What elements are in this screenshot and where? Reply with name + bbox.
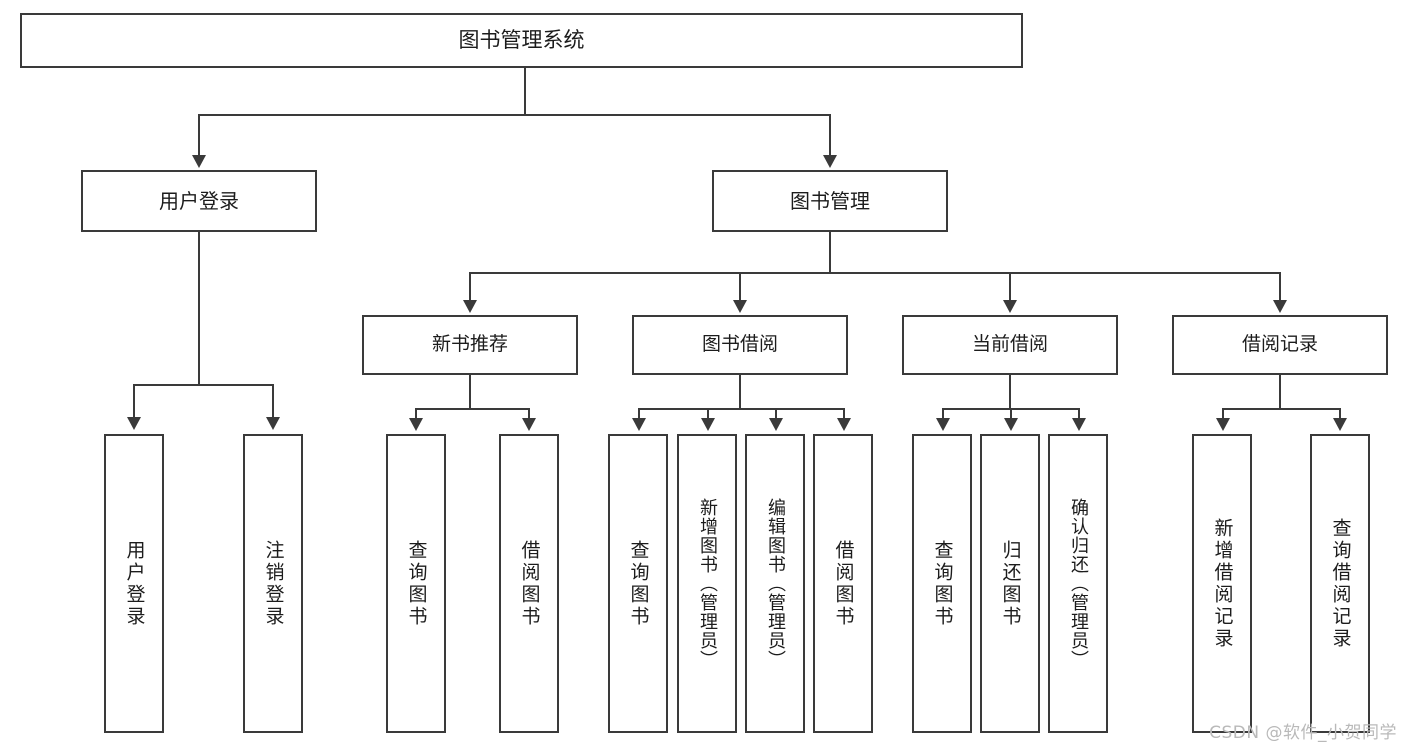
connector-current-borrow-child-2 bbox=[1010, 408, 1012, 420]
leaf-book-borrow-edit[interactable]: 编辑图书（管理员） bbox=[745, 434, 805, 733]
leaf-label: 查询图书 bbox=[627, 539, 650, 628]
node-root-system[interactable]: 图书管理系统 bbox=[20, 13, 1023, 68]
leaf-label: 确认归还（管理员） bbox=[1068, 498, 1089, 669]
arrowhead-borrow-record-child-1 bbox=[1216, 418, 1230, 431]
arrowhead-user-login bbox=[192, 155, 206, 168]
connector-to-new-book bbox=[469, 272, 471, 302]
leaf-label: 归还图书 bbox=[999, 539, 1022, 628]
connector-user-login-bus bbox=[133, 384, 273, 386]
leaf-current-borrow-query[interactable]: 查询图书 bbox=[912, 434, 972, 733]
leaf-current-borrow-confirm-return[interactable]: 确认归还（管理员） bbox=[1048, 434, 1108, 733]
arrowhead-current-borrow bbox=[1003, 300, 1017, 313]
leaf-label: 借阅图书 bbox=[518, 539, 541, 628]
leaf-book-borrow-add[interactable]: 新增图书（管理员） bbox=[677, 434, 737, 733]
arrowhead-book-borrow-child-1 bbox=[632, 418, 646, 431]
leaf-label: 查询借阅记录 bbox=[1329, 517, 1352, 650]
connector-borrow-record-bus bbox=[1222, 408, 1340, 410]
node-new-book-recommend[interactable]: 新书推荐 bbox=[362, 315, 578, 375]
connector-book-borrow-child-3 bbox=[775, 408, 777, 420]
connector-current-borrow-child-1 bbox=[942, 408, 944, 420]
leaf-label: 新增图书（管理员） bbox=[697, 498, 718, 669]
node-label: 图书管理系统 bbox=[458, 28, 585, 53]
connector-to-book-borrow bbox=[739, 272, 741, 302]
node-label: 借阅记录 bbox=[1241, 333, 1318, 356]
connector-to-borrow-record bbox=[1279, 272, 1281, 302]
connector-to-current-borrow bbox=[1009, 272, 1011, 302]
node-user-login[interactable]: 用户登录 bbox=[81, 170, 317, 232]
connector-new-book-child-2 bbox=[528, 408, 530, 420]
node-label: 图书管理 bbox=[790, 188, 870, 213]
connector-root-to-book-manage bbox=[829, 114, 831, 157]
arrowhead-current-borrow-child-3 bbox=[1072, 418, 1086, 431]
leaf-label: 新增借阅记录 bbox=[1211, 517, 1234, 650]
connector-root-to-user-login bbox=[198, 114, 200, 157]
connector-book-borrow-child-4 bbox=[843, 408, 845, 420]
leaf-borrow-record-add[interactable]: 新增借阅记录 bbox=[1192, 434, 1252, 733]
connector-book-borrow-child-1 bbox=[638, 408, 640, 420]
leaf-label: 查询图书 bbox=[931, 539, 954, 628]
arrowhead-borrow-record-child-2 bbox=[1333, 418, 1347, 431]
arrowhead-book-borrow-child-4 bbox=[837, 418, 851, 431]
leaf-label: 用户登录 bbox=[123, 539, 146, 628]
leaf-new-book-query[interactable]: 查询图书 bbox=[386, 434, 446, 733]
arrowhead-user-login-child-2 bbox=[266, 417, 280, 430]
node-book-manage[interactable]: 图书管理 bbox=[712, 170, 948, 232]
connector-borrow-record-child-2 bbox=[1339, 408, 1341, 420]
connector-new-book-bus bbox=[415, 408, 529, 410]
connector-user-login-child-1 bbox=[133, 384, 135, 419]
connector-current-borrow-child-3 bbox=[1078, 408, 1080, 420]
arrowhead-new-book-child-1 bbox=[409, 418, 423, 431]
leaf-label: 注销登录 bbox=[262, 539, 285, 628]
node-borrow-record[interactable]: 借阅记录 bbox=[1172, 315, 1388, 375]
connector-book-borrow-child-2 bbox=[707, 408, 709, 420]
node-book-borrow[interactable]: 图书借阅 bbox=[632, 315, 848, 375]
leaf-book-borrow-query[interactable]: 查询图书 bbox=[608, 434, 668, 733]
leaf-label: 查询图书 bbox=[405, 539, 428, 628]
leaf-book-borrow-borrow[interactable]: 借阅图书 bbox=[813, 434, 873, 733]
connector-root-stem bbox=[524, 68, 526, 114]
node-label: 图书借阅 bbox=[701, 333, 778, 356]
leaf-label: 借阅图书 bbox=[832, 539, 855, 628]
connector-book-manage-stem bbox=[829, 232, 831, 272]
arrowhead-current-borrow-child-1 bbox=[936, 418, 950, 431]
leaf-current-borrow-return[interactable]: 归还图书 bbox=[980, 434, 1040, 733]
arrowhead-borrow-record bbox=[1273, 300, 1287, 313]
arrowhead-book-borrow-child-2 bbox=[701, 418, 715, 431]
arrowhead-new-book bbox=[463, 300, 477, 313]
arrowhead-current-borrow-child-2 bbox=[1004, 418, 1018, 431]
connector-new-book-child-1 bbox=[415, 408, 417, 420]
connector-book-borrow-stem bbox=[739, 375, 741, 408]
leaf-new-book-borrow[interactable]: 借阅图书 bbox=[499, 434, 559, 733]
connector-borrow-record-child-1 bbox=[1222, 408, 1224, 420]
leaf-user-login-signin[interactable]: 用户登录 bbox=[104, 434, 164, 733]
node-label: 当前借阅 bbox=[971, 333, 1048, 356]
leaf-user-login-signout[interactable]: 注销登录 bbox=[243, 434, 303, 733]
node-label: 新书推荐 bbox=[431, 333, 508, 356]
connector-root-bus bbox=[198, 114, 830, 116]
connector-book-borrow-bus bbox=[638, 408, 844, 410]
leaf-borrow-record-query[interactable]: 查询借阅记录 bbox=[1310, 434, 1370, 733]
connector-user-login-stem bbox=[198, 232, 200, 384]
node-label: 用户登录 bbox=[159, 188, 239, 213]
connector-current-borrow-stem bbox=[1009, 375, 1011, 408]
connector-book-manage-bus bbox=[469, 272, 1281, 274]
connector-borrow-record-stem bbox=[1279, 375, 1281, 408]
arrowhead-book-manage bbox=[823, 155, 837, 168]
arrowhead-user-login-child-1 bbox=[127, 417, 141, 430]
arrowhead-book-borrow bbox=[733, 300, 747, 313]
connector-user-login-child-2 bbox=[272, 384, 274, 419]
node-current-borrow[interactable]: 当前借阅 bbox=[902, 315, 1118, 375]
arrowhead-new-book-child-2 bbox=[522, 418, 536, 431]
arrowhead-book-borrow-child-3 bbox=[769, 418, 783, 431]
connector-new-book-stem bbox=[469, 375, 471, 408]
leaf-label: 编辑图书（管理员） bbox=[765, 498, 786, 669]
